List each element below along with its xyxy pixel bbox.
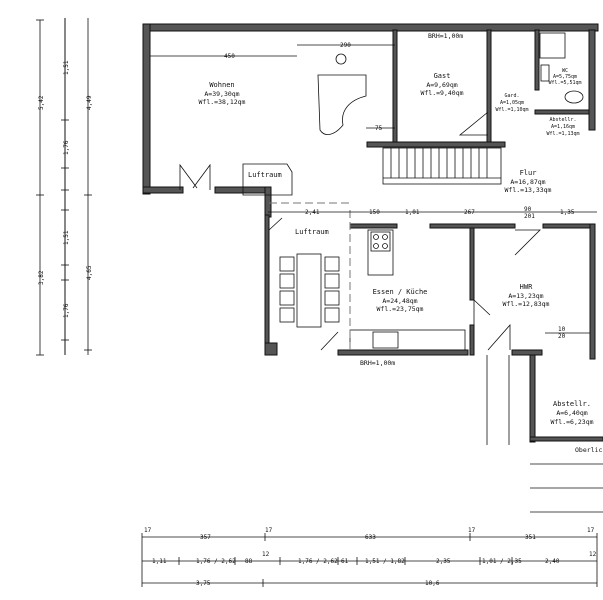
- room-name: Luftraum: [248, 171, 282, 179]
- room-wfl: Wfl.=6,23qm: [550, 418, 593, 426]
- room-name: WC: [562, 68, 568, 74]
- dim-label: 88: [245, 558, 253, 565]
- dining-table: [279, 253, 340, 328]
- room-wfl: Wfl.=38,12qm: [199, 98, 246, 106]
- bottom-dimension-chains: 17 357 17 633 17 351 17 1,11 1,76 / 2,62…: [141, 527, 598, 587]
- room-flur: Flur A=16,87qm Wfl.=13,33qm: [505, 169, 552, 194]
- staircase: [382, 147, 502, 185]
- dim-label: 150: [369, 209, 380, 216]
- room-area: A=6,40qm: [556, 409, 587, 417]
- room-wfl: Wfl.=1,13qm: [546, 131, 579, 137]
- room-name: Abstellr.: [549, 117, 576, 123]
- dim-label: 201: [524, 213, 535, 220]
- room-area: A=39,30qm: [204, 90, 239, 98]
- room-wohnen: Wohnen A=39,30qm Wfl.=38,12qm: [199, 81, 246, 106]
- dim-label: 290: [340, 42, 351, 49]
- dim-label: 2,35: [436, 558, 451, 565]
- door-swings: [179, 111, 541, 351]
- room-name: Abstellr.: [553, 400, 591, 408]
- room-abstellraum-top: Abstellr. A=1,16qm Wfl.=1,13qm: [546, 117, 579, 137]
- dim-label: 17: [265, 527, 273, 534]
- kitchen-counter-sink: [349, 329, 466, 351]
- dim-label: 17: [468, 527, 476, 534]
- dim-label: 1,51 / 1,82: [365, 558, 405, 565]
- room-wfl: Wfl.=12,83qm: [503, 300, 550, 308]
- left-dim-inner: 4,49: [86, 95, 93, 110]
- room-name: Luftraum: [295, 228, 329, 236]
- room-luftraum-top: Luftraum: [242, 163, 293, 196]
- dim-label: 61: [341, 558, 349, 565]
- room-wfl: Wfl.=13,33qm: [505, 186, 552, 194]
- room-area: A=13,23qm: [508, 292, 543, 300]
- dim-label: 450: [224, 53, 235, 60]
- room-wc: WC A=5,75qm Wfl.=5,51qm: [548, 68, 581, 86]
- room-name: Essen / Küche: [373, 288, 428, 296]
- dim-label: 1,01 / 2,35: [482, 558, 522, 565]
- left-dim-middle: 1,76: [63, 140, 70, 155]
- left-dim-middle: 1,51: [63, 230, 70, 245]
- room-name: Wohnen: [209, 81, 234, 89]
- room-area: A=5,75qm: [553, 74, 577, 80]
- brh-label: BRH=1,00m: [360, 359, 395, 367]
- left-dim-middle: 1,76: [63, 303, 70, 318]
- inner-dimensions: 450 290 75 2,41 150 1,01 267 90 201 1,35…: [150, 42, 603, 513]
- room-name: HWR: [520, 283, 533, 291]
- dim-label: 633: [365, 534, 376, 541]
- wc-fixtures: [539, 32, 584, 104]
- room-gast: Gast A=9,69qm Wfl.=9,40qm: [420, 72, 463, 97]
- dim-label: 1,76 / 2,62: [298, 558, 338, 565]
- kitchen-island: [367, 229, 394, 276]
- dim-label: 90: [524, 206, 532, 213]
- room-wfl: Wfl.=9,40qm: [420, 89, 463, 97]
- room-wfl: Wfl.=23,75qm: [377, 305, 424, 313]
- dim-label: 1,11: [152, 558, 167, 565]
- left-dim-outer: 3,82: [38, 270, 45, 285]
- dim-label: 17: [587, 527, 595, 534]
- dim-label: 12: [262, 551, 270, 558]
- room-gard: Gard. A=1,05qm Wfl.=1,10qm: [495, 93, 528, 113]
- room-essen-kueche: Essen / Küche A=24,48qm Wfl.=23,75qm: [373, 288, 428, 313]
- dim-label: 12: [589, 551, 597, 558]
- room-area: A=9,69qm: [426, 81, 457, 89]
- left-dim-outer: 5,42: [38, 95, 45, 110]
- dim-label: 2,40: [545, 558, 560, 565]
- room-abstellraum-bottom: Abstellr. A=6,40qm Wfl.=6,23qm: [550, 400, 593, 426]
- dim-label: 1,01: [405, 209, 420, 216]
- room-name: Gast: [434, 72, 451, 80]
- dim-label: 1,35: [560, 209, 575, 216]
- left-dim-middle: 1,51: [63, 60, 70, 75]
- walls: [142, 23, 603, 443]
- room-area: A=1,05qm: [500, 100, 524, 106]
- dim-label: 17: [144, 527, 152, 534]
- room-luftraum: Luftraum: [295, 228, 329, 236]
- left-dimension-chains: 5,42 3,82 1,51 1,76 1,51 1,76 4,49 4,65: [36, 18, 93, 356]
- room-wfl: Wfl.=5,51qm: [548, 80, 581, 86]
- dim-label: 357: [200, 534, 211, 541]
- dim-label: 351: [525, 534, 536, 541]
- dim-label: 1,76 / 2,62: [196, 558, 236, 565]
- dim-label: 10,6: [425, 580, 440, 587]
- dim-label: 20: [558, 333, 566, 340]
- oberlicht-label: Oberlicht: [575, 446, 603, 454]
- dim-label: 267: [464, 209, 475, 216]
- room-area: A=1,16qm: [551, 124, 575, 130]
- room-area: A=16,87qm: [510, 178, 545, 186]
- left-dim-inner: 4,65: [86, 265, 93, 280]
- room-name: Gard.: [504, 93, 519, 99]
- room-name: Flur: [520, 169, 537, 177]
- grand-piano: [317, 53, 367, 135]
- brh-label: BRH=1,00m: [428, 32, 463, 40]
- room-area: A=24,48qm: [382, 297, 417, 305]
- dim-label: 3,75: [196, 580, 211, 587]
- dim-label: 10: [558, 326, 566, 333]
- room-hwr: HWR A=13,23qm Wfl.=12,83qm: [503, 283, 550, 308]
- dim-label: 75: [375, 125, 383, 132]
- dim-label: 2,41: [305, 209, 320, 216]
- room-wfl: Wfl.=1,10qm: [495, 107, 528, 113]
